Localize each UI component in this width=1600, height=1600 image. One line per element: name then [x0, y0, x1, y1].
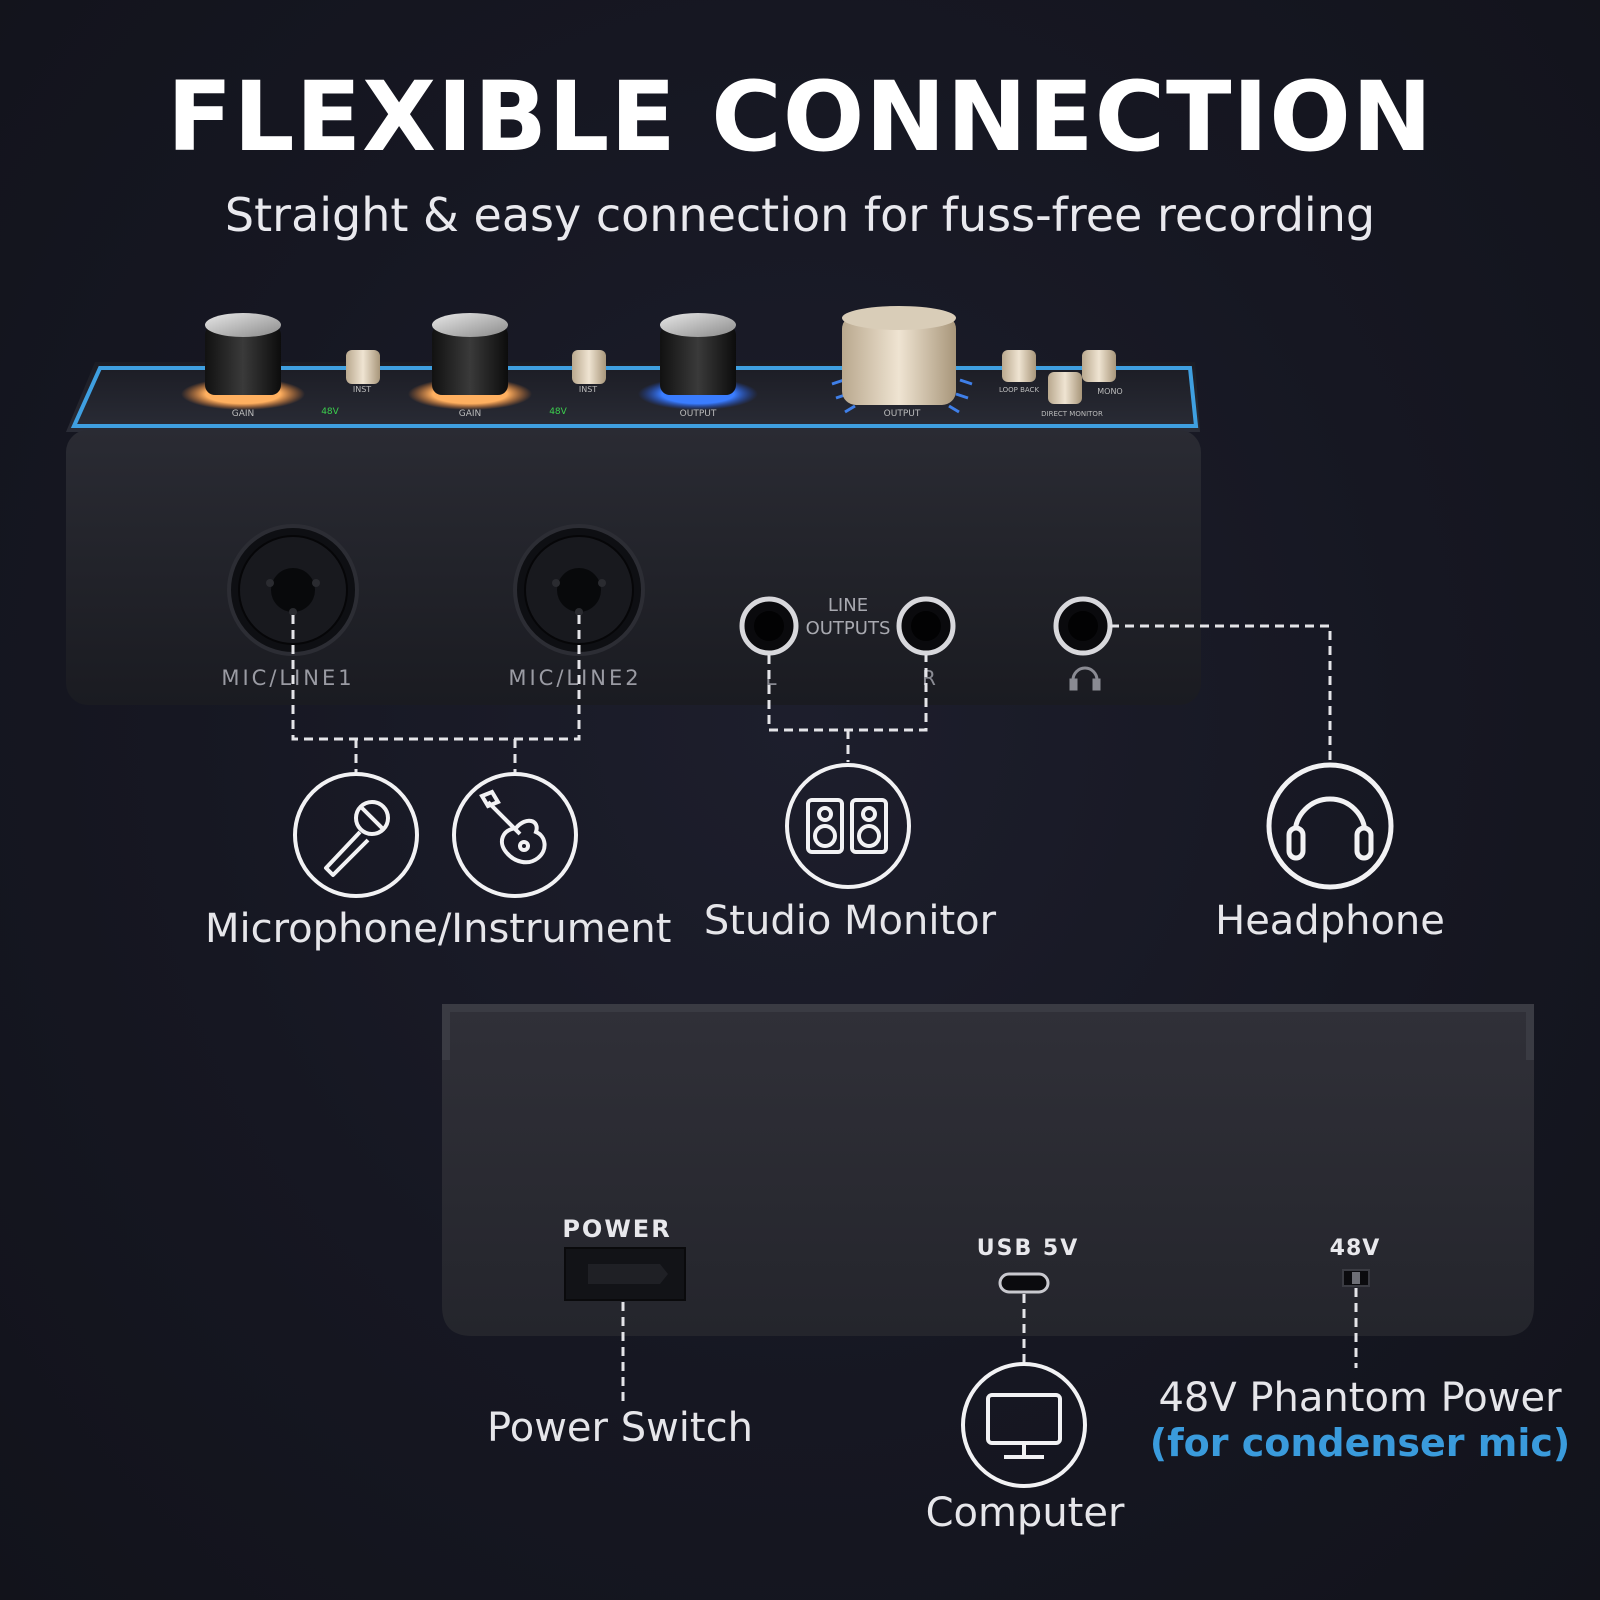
headphones-icon	[1266, 762, 1394, 890]
computer-label: Computer	[925, 1490, 1125, 1536]
guitar-icon	[452, 772, 578, 898]
output-1-cap	[660, 313, 736, 337]
line-outputs-label-2: OUTPUTS	[806, 618, 891, 639]
inst-2-label: INST	[579, 385, 597, 394]
page-title: FLEXIBLE CONNECTION	[166, 61, 1434, 173]
phantom-power-note: (for condenser mic)	[1149, 1421, 1571, 1465]
gain-2-label: GAIN	[459, 409, 482, 419]
headphone-label: Headphone	[1215, 898, 1445, 944]
gain-2-knob[interactable]	[432, 325, 508, 395]
gain-2-cap	[432, 313, 508, 337]
power-switch-rocker	[588, 1264, 668, 1284]
monitor-icon	[961, 1362, 1087, 1488]
inst-1-button[interactable]	[346, 350, 380, 384]
power-label: POWER	[562, 1215, 671, 1243]
direct-monitor-button[interactable]	[1048, 372, 1082, 404]
usb-c-port[interactable]	[998, 1272, 1050, 1294]
loopback-label: LOOP BACK	[999, 386, 1039, 394]
loopback-button[interactable]	[1002, 350, 1036, 382]
mic-line-2-label: MIC/LINE2	[508, 666, 641, 690]
phantom-2-label: 48V	[549, 407, 567, 417]
phantom-switch-toggle	[1352, 1272, 1360, 1284]
back-panel-top-edge	[442, 1004, 1534, 1060]
output-2-cap	[842, 306, 956, 330]
mono-label: MONO	[1097, 387, 1122, 396]
combo-jack-1[interactable]	[227, 524, 359, 656]
headphone-jack[interactable]	[1053, 596, 1113, 656]
output-2-label: OUTPUT	[884, 409, 921, 419]
gain-1-label: GAIN	[232, 409, 255, 419]
back-connector-lines	[621, 1288, 1358, 1402]
mic-line-1-label: MIC/LINE1	[221, 666, 354, 690]
phantom-1-label: 48V	[321, 407, 339, 417]
output-2-knob[interactable]	[842, 315, 956, 405]
microphone-instrument-label: Microphone/Instrument	[205, 906, 672, 952]
inst-2-button[interactable]	[572, 350, 606, 384]
studio-monitor-label: Studio Monitor	[703, 898, 997, 944]
line-output-right-label: R	[922, 666, 936, 690]
phantom-back-label: 48V	[1330, 1236, 1381, 1261]
back-panel	[442, 1004, 1534, 1336]
front-connector-lines	[291, 615, 1332, 772]
line-output-left-jack[interactable]	[739, 596, 799, 656]
speakers-icon	[785, 763, 911, 889]
combo-jack-2[interactable]	[513, 524, 645, 656]
phantom-power-label: 48V Phantom Power	[1158, 1375, 1562, 1421]
direct-monitor-label: DIRECT MONITOR	[1041, 410, 1103, 418]
back-device: POWER USB 5V 48V	[442, 1004, 1534, 1336]
output-1-knob[interactable]	[660, 325, 736, 395]
headphone-jack-icon	[1069, 666, 1101, 691]
front-device: GAIN 48V INST GAIN 48V INST OUTPUT OUTPU…	[66, 306, 1201, 705]
inst-1-label: INST	[353, 385, 371, 394]
blue-led-strip	[70, 366, 1199, 428]
power-switch-label: Power Switch	[487, 1405, 753, 1451]
output-1-label: OUTPUT	[680, 409, 717, 419]
mono-button[interactable]	[1082, 350, 1116, 382]
gain-1-cap	[205, 313, 281, 337]
line-output-left-label: L	[765, 666, 777, 690]
page-subtitle: Straight & easy connection for fuss-free…	[224, 188, 1376, 242]
usb-label: USB 5V	[977, 1236, 1079, 1261]
microphone-icon	[293, 772, 419, 898]
line-output-right-jack[interactable]	[896, 596, 956, 656]
line-outputs-label-1: LINE	[828, 595, 868, 616]
gain-1-knob[interactable]	[205, 325, 281, 395]
